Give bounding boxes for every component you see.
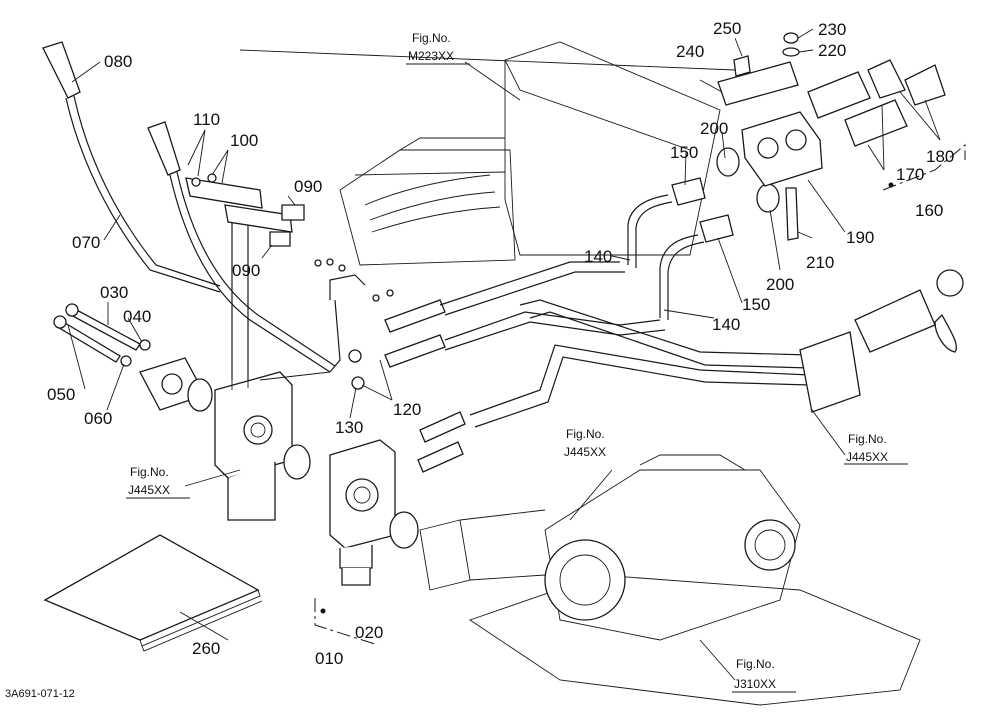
valve-left — [214, 371, 293, 521]
bolts — [53, 303, 151, 367]
label-140-top: 140 — [584, 247, 612, 266]
figure-references: Fig.No. M223XX Fig.No. J445XX Fig.No. J4… — [126, 31, 908, 693]
figref-m223-title: Fig.No. — [412, 31, 451, 45]
label-160: 160 — [915, 201, 943, 220]
label-140-bottom: 140 — [712, 315, 740, 334]
linkage-plates — [185, 173, 394, 380]
drawing-id: 3A691-071-12 — [5, 688, 75, 700]
label-040: 040 — [123, 307, 151, 326]
label-090-top: 090 — [294, 177, 322, 196]
label-110: 110 — [193, 110, 220, 129]
label-020: 020 — [355, 623, 383, 642]
figref-j445-center-code: J445XX — [564, 445, 606, 459]
flange-left — [139, 357, 213, 412]
label-030: 030 — [100, 283, 128, 302]
figref-j445-right-title: Fig.No. — [848, 432, 887, 446]
label-250: 250 — [713, 19, 741, 38]
label-070: 070 — [72, 233, 100, 252]
label-260: 260 — [192, 639, 220, 658]
label-010: 010 — [315, 649, 343, 668]
figref-j445-right-code: J445XX — [846, 450, 888, 464]
label-150-bottom: 150 — [742, 295, 770, 314]
figref-j445-left-code: J445XX — [128, 483, 170, 497]
housing-assembly — [339, 41, 721, 266]
coupler-right — [799, 269, 964, 413]
pipes — [348, 261, 811, 473]
figref-m223-code: M223XX — [408, 49, 454, 63]
part-labels: 080 070 110 100 090 090 030 040 050 060 … — [47, 19, 954, 668]
figref-j445-left-title: Fig.No. — [130, 465, 169, 479]
label-090-bottom: 090 — [232, 261, 260, 280]
label-170: 170 — [896, 165, 924, 184]
label-220: 220 — [818, 41, 846, 60]
label-210: 210 — [806, 253, 834, 272]
leader-lines — [67, 28, 941, 681]
label-120: 120 — [393, 400, 421, 419]
label-050: 050 — [47, 385, 75, 404]
label-190: 190 — [846, 228, 874, 247]
manual-book — [43, 534, 263, 652]
figref-j445-center-title: Fig.No. — [566, 427, 605, 441]
label-180: 180 — [926, 147, 954, 166]
reference-lines — [231, 143, 966, 646]
label-080: 080 — [104, 52, 132, 71]
figref-j310-code: J310XX — [734, 677, 776, 691]
lever-assembly — [42, 41, 341, 373]
label-200-bottom: 200 — [766, 275, 794, 294]
label-100: 100 — [230, 131, 258, 150]
label-060: 060 — [84, 409, 112, 428]
transmission-case — [419, 454, 921, 706]
label-150-top: 150 — [670, 143, 698, 162]
valve-center — [283, 439, 419, 586]
coupler-assembly — [627, 32, 946, 320]
label-230: 230 — [818, 20, 846, 39]
figref-j310-title: Fig.No. — [736, 657, 775, 671]
label-130: 130 — [335, 418, 363, 437]
label-200-top: 200 — [700, 119, 728, 138]
label-240: 240 — [676, 42, 704, 61]
